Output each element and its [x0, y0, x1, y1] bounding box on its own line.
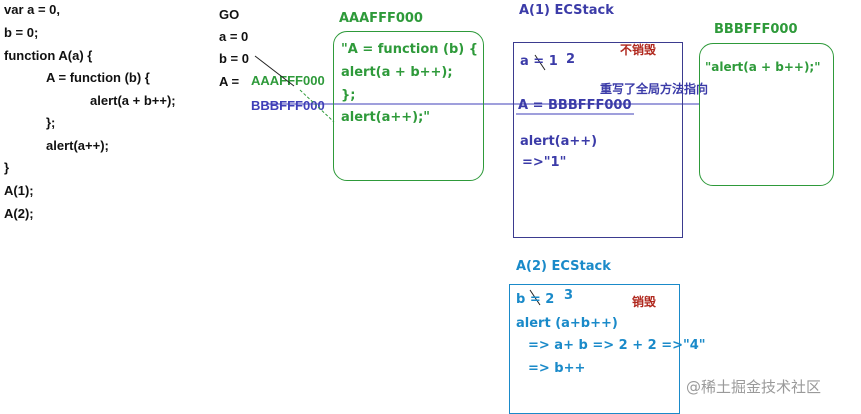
- go-title: GO: [219, 7, 240, 22]
- heap-b-box: [699, 43, 834, 186]
- override-note: 重写了全局方法指向: [600, 82, 709, 96]
- ecstack1-a-new: 2: [566, 52, 576, 67]
- ecstack2-calc-1: => a+ b => 2 + 2 =>"4": [528, 338, 706, 353]
- pointer-to-heap-a: [299, 89, 335, 123]
- code-line-10: A(2);: [4, 206, 34, 221]
- watermark: @稀土掘金技术社区: [686, 378, 822, 396]
- ecstack1-box: [513, 42, 683, 238]
- ecstack1-title: A(1) ECStack: [519, 3, 614, 18]
- heap-a-line-2: alert(a + b++);: [341, 65, 453, 80]
- go-a: a = 0: [219, 29, 249, 44]
- go-A-label: A =: [219, 74, 240, 89]
- ecstack1-a-line: a = 1: [520, 54, 558, 69]
- code-line-3: function A(a) {: [4, 48, 93, 63]
- code-line-8: }: [4, 160, 10, 175]
- destroyed-label: 销毁: [632, 295, 657, 309]
- heap-b-label: BBBFFF000: [714, 22, 798, 37]
- strike-b-two: [529, 289, 541, 306]
- ecstack1-result: =>"1": [522, 155, 567, 170]
- code-line-6: };: [46, 115, 56, 130]
- code-line-1: var a = 0,: [4, 2, 61, 17]
- ecstack2-b-new: 3: [564, 288, 574, 303]
- heap-a-line-1: "A = function (b) {: [341, 42, 479, 57]
- code-line-9: A(1);: [4, 183, 34, 198]
- go-b: b = 0: [219, 51, 249, 66]
- heap-a-label: AAAFFF000: [339, 11, 423, 26]
- heap-a-box: [333, 31, 484, 181]
- ecstack1-A-line: A = BBBFFF000: [518, 98, 632, 113]
- not-destroyed-label: 不销毁: [620, 43, 657, 57]
- heap-a-line-4: alert(a++);": [341, 110, 431, 125]
- ecstack1-alert: alert(a++): [520, 134, 598, 149]
- go-A-new-ref: BBBFFF000: [251, 98, 325, 113]
- ecstack2-b-line: b = 2: [516, 292, 555, 307]
- go-A-old-ref: AAAFFF000: [251, 73, 325, 88]
- ecstack2-alert: alert (a+b++): [516, 316, 618, 331]
- code-line-7: alert(a++);: [46, 138, 109, 153]
- code-line-2: b = 0;: [4, 25, 39, 40]
- strike-old-ref-line: [254, 55, 295, 87]
- code-line-5: alert(a + b++);: [90, 93, 176, 108]
- strike-a-one: [534, 54, 546, 71]
- ecstack2-title: A(2) ECStack: [516, 259, 611, 274]
- code-line-4: A = function (b) {: [46, 70, 150, 85]
- heap-b-content: "alert(a + b++);": [705, 60, 821, 74]
- ecstack2-calc-2: => b++: [528, 361, 586, 376]
- heap-a-line-3: };: [341, 88, 356, 103]
